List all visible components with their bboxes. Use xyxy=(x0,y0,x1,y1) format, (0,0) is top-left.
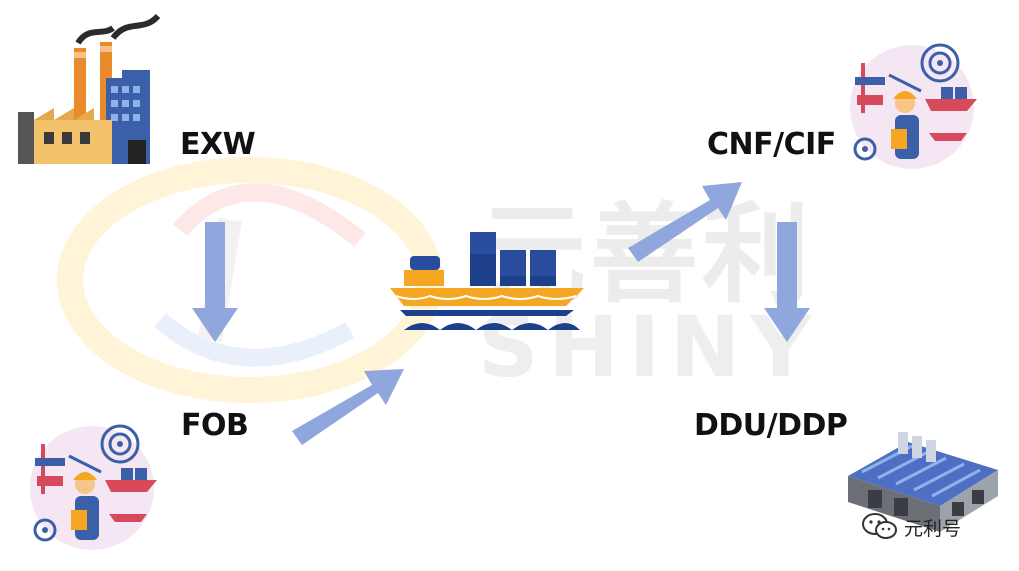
arrow-down-left xyxy=(192,222,238,342)
arrow-up-right-lower xyxy=(292,369,404,445)
port-worker-icon-left xyxy=(30,424,157,550)
term-fob: FOB xyxy=(181,408,249,443)
term-cnf-cif: CNF/CIF xyxy=(707,127,836,162)
factory-icon xyxy=(18,13,161,164)
watermark-logo xyxy=(57,157,443,403)
arrow-up-right-upper xyxy=(628,182,742,262)
wechat-badge: 元利号 xyxy=(862,512,961,542)
badge-text: 元利号 xyxy=(904,517,962,540)
port-worker-icon-right xyxy=(850,43,977,169)
term-exw: EXW xyxy=(180,127,256,162)
warehouse-icon xyxy=(848,432,998,532)
container-ship-icon xyxy=(390,232,584,330)
wechat-icon xyxy=(862,513,897,539)
arrow-down-right xyxy=(764,222,810,342)
term-ddu-ddp: DDU/DDP xyxy=(694,408,848,443)
